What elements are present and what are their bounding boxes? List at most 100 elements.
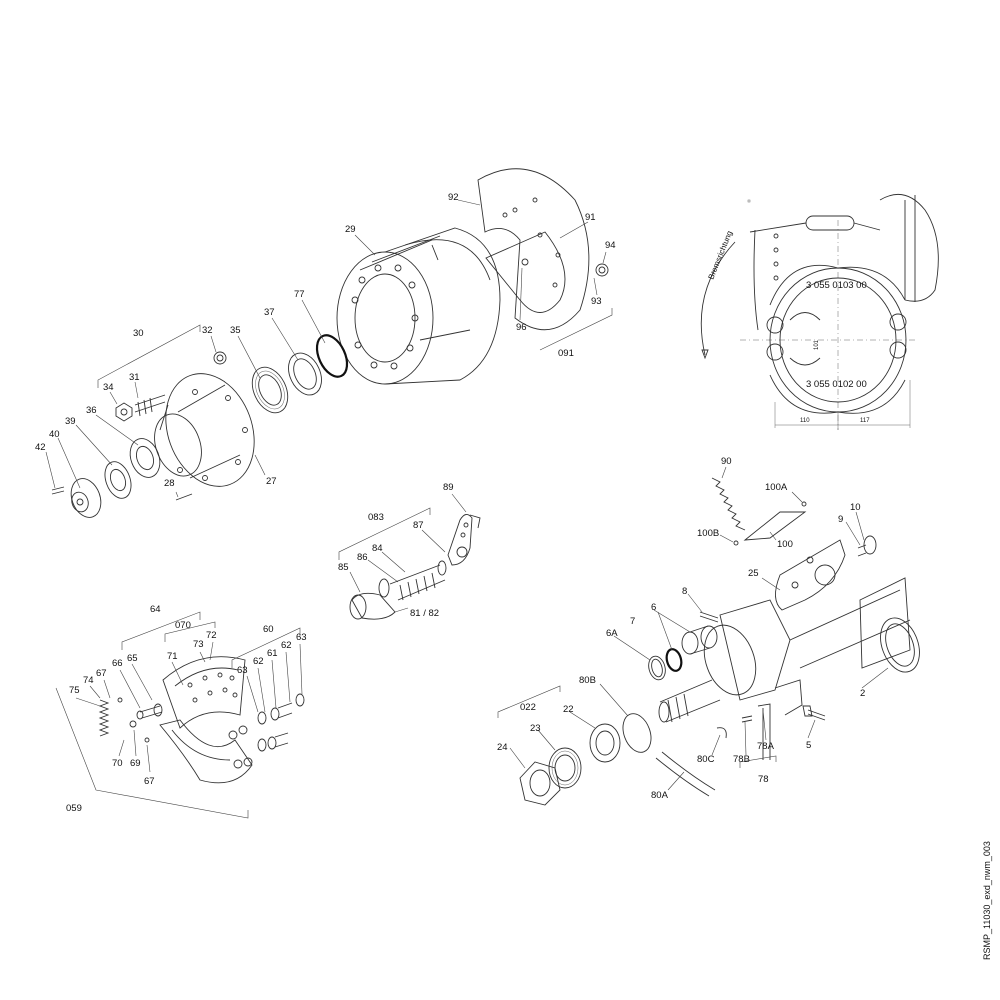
callout-77: 77 (294, 289, 305, 300)
callout-60: 60 (263, 624, 274, 635)
inset-part-number-bottom: 3 055 0102 00 (806, 379, 867, 390)
callout-100B: 100B (697, 528, 719, 539)
callout-35: 35 (230, 325, 241, 336)
callout-80A: 80A (651, 790, 669, 801)
callout-6A: 6A (606, 628, 618, 639)
o-ring-7 (665, 648, 683, 672)
callout-9: 9 (838, 514, 843, 525)
callout-85: 85 (338, 562, 349, 573)
wheel-hub-27 (154, 373, 255, 487)
callout-66: 66 (112, 658, 123, 669)
callout-84: 84 (372, 543, 383, 554)
callout-67a: 67 (96, 668, 107, 679)
axle-nut-24 (519, 761, 561, 806)
wheel-bolt-31 (134, 394, 166, 417)
callout-96: 96 (516, 322, 527, 333)
callout-24: 24 (497, 742, 508, 753)
brake-shoe-upper-71 (162, 656, 248, 740)
callout-93: 93 (591, 296, 602, 307)
dust-shield-91-92 (477, 168, 590, 331)
callout-42: 42 (35, 442, 46, 453)
callout-73: 73 (193, 639, 204, 650)
axle-beam-2 (789, 577, 920, 673)
brake-drum-29 (336, 227, 501, 385)
nut-94 (595, 263, 609, 277)
callout-81-82: 81 / 82 (410, 608, 439, 619)
hose-80A (655, 751, 716, 797)
callout-022: 022 (520, 702, 536, 713)
bushing-6 (681, 625, 718, 655)
hub-cap-40 (70, 478, 102, 518)
callout-10: 10 (850, 502, 861, 513)
callout-67b: 67 (144, 776, 155, 787)
callout-100A: 100A (765, 482, 788, 493)
callout-75: 75 (69, 685, 80, 696)
bolt-5 (802, 705, 826, 721)
callout-22: 22 (563, 704, 574, 715)
callout-40: 40 (49, 429, 60, 440)
callout-32: 32 (202, 325, 213, 336)
callout-083: 083 (368, 512, 384, 523)
inset-dim-right: 117 (860, 418, 870, 424)
callout-23: 23 (530, 723, 541, 734)
inset-dim-center: 101 (814, 339, 820, 350)
callout-72: 72 (206, 630, 217, 641)
callout-62a: 62 (281, 640, 292, 651)
rollers-60 (257, 693, 305, 752)
callout-94: 94 (605, 240, 616, 251)
screw-8 (699, 611, 719, 623)
callout-8: 8 (682, 586, 687, 597)
callout-059: 059 (66, 803, 82, 814)
callout-74: 74 (83, 675, 94, 686)
brake-shoe-lower (159, 719, 253, 784)
callout-80B: 80B (579, 675, 596, 686)
callout-63a: 63 (296, 632, 307, 643)
callout-78B: 78B (733, 754, 750, 765)
ring-6A (648, 655, 666, 681)
pins-78 (741, 703, 771, 760)
callout-65: 65 (127, 653, 138, 664)
callout-30: 30 (133, 328, 144, 339)
camshaft-assembly (349, 514, 481, 620)
return-spring-75 (98, 699, 110, 737)
callout-62b: 62 (253, 656, 264, 667)
callout-34: 34 (103, 382, 114, 393)
callout-5: 5 (806, 740, 811, 751)
callout-64: 64 (150, 604, 161, 615)
inset-direction-label: Bremsrichtung (707, 230, 735, 281)
callout-89: 89 (443, 482, 454, 493)
callout-69: 69 (130, 758, 141, 769)
callout-63b: 63 (237, 665, 248, 676)
pin-28 (175, 493, 193, 501)
callout-091: 091 (558, 348, 574, 359)
bracket-100 (733, 501, 807, 546)
drawing-id-label: RSMP_11030_exd_nwm_003 (982, 841, 992, 960)
bushing-10 (857, 535, 877, 557)
callout-78: 78 (758, 774, 769, 785)
inset-part-number-top: 3 055 0103 00 (806, 280, 867, 291)
brake-carrier-25 (775, 539, 846, 611)
callout-92: 92 (448, 192, 459, 203)
callout-78A: 78A (757, 741, 775, 752)
axle-stub (658, 599, 803, 723)
callout-100: 100 (777, 539, 793, 550)
callout-25: 25 (748, 568, 759, 579)
nut-22 (589, 723, 621, 763)
callout-29: 29 (345, 224, 356, 235)
callout-7: 7 (630, 616, 635, 627)
clip-80C (716, 727, 727, 739)
callout-37: 37 (264, 307, 275, 318)
callout-28: 28 (164, 478, 175, 489)
spring-90 (711, 477, 746, 531)
callout-36: 36 (86, 405, 97, 416)
callout-87: 87 (413, 520, 424, 531)
nut-32 (213, 351, 227, 365)
bearing-37 (288, 352, 322, 396)
leader-lines (45, 199, 889, 819)
callout-31: 31 (129, 372, 140, 383)
callout-39: 39 (65, 416, 76, 427)
brake-inset-view (700, 193, 939, 430)
nut-34 (115, 402, 133, 422)
callout-71: 71 (167, 651, 178, 662)
